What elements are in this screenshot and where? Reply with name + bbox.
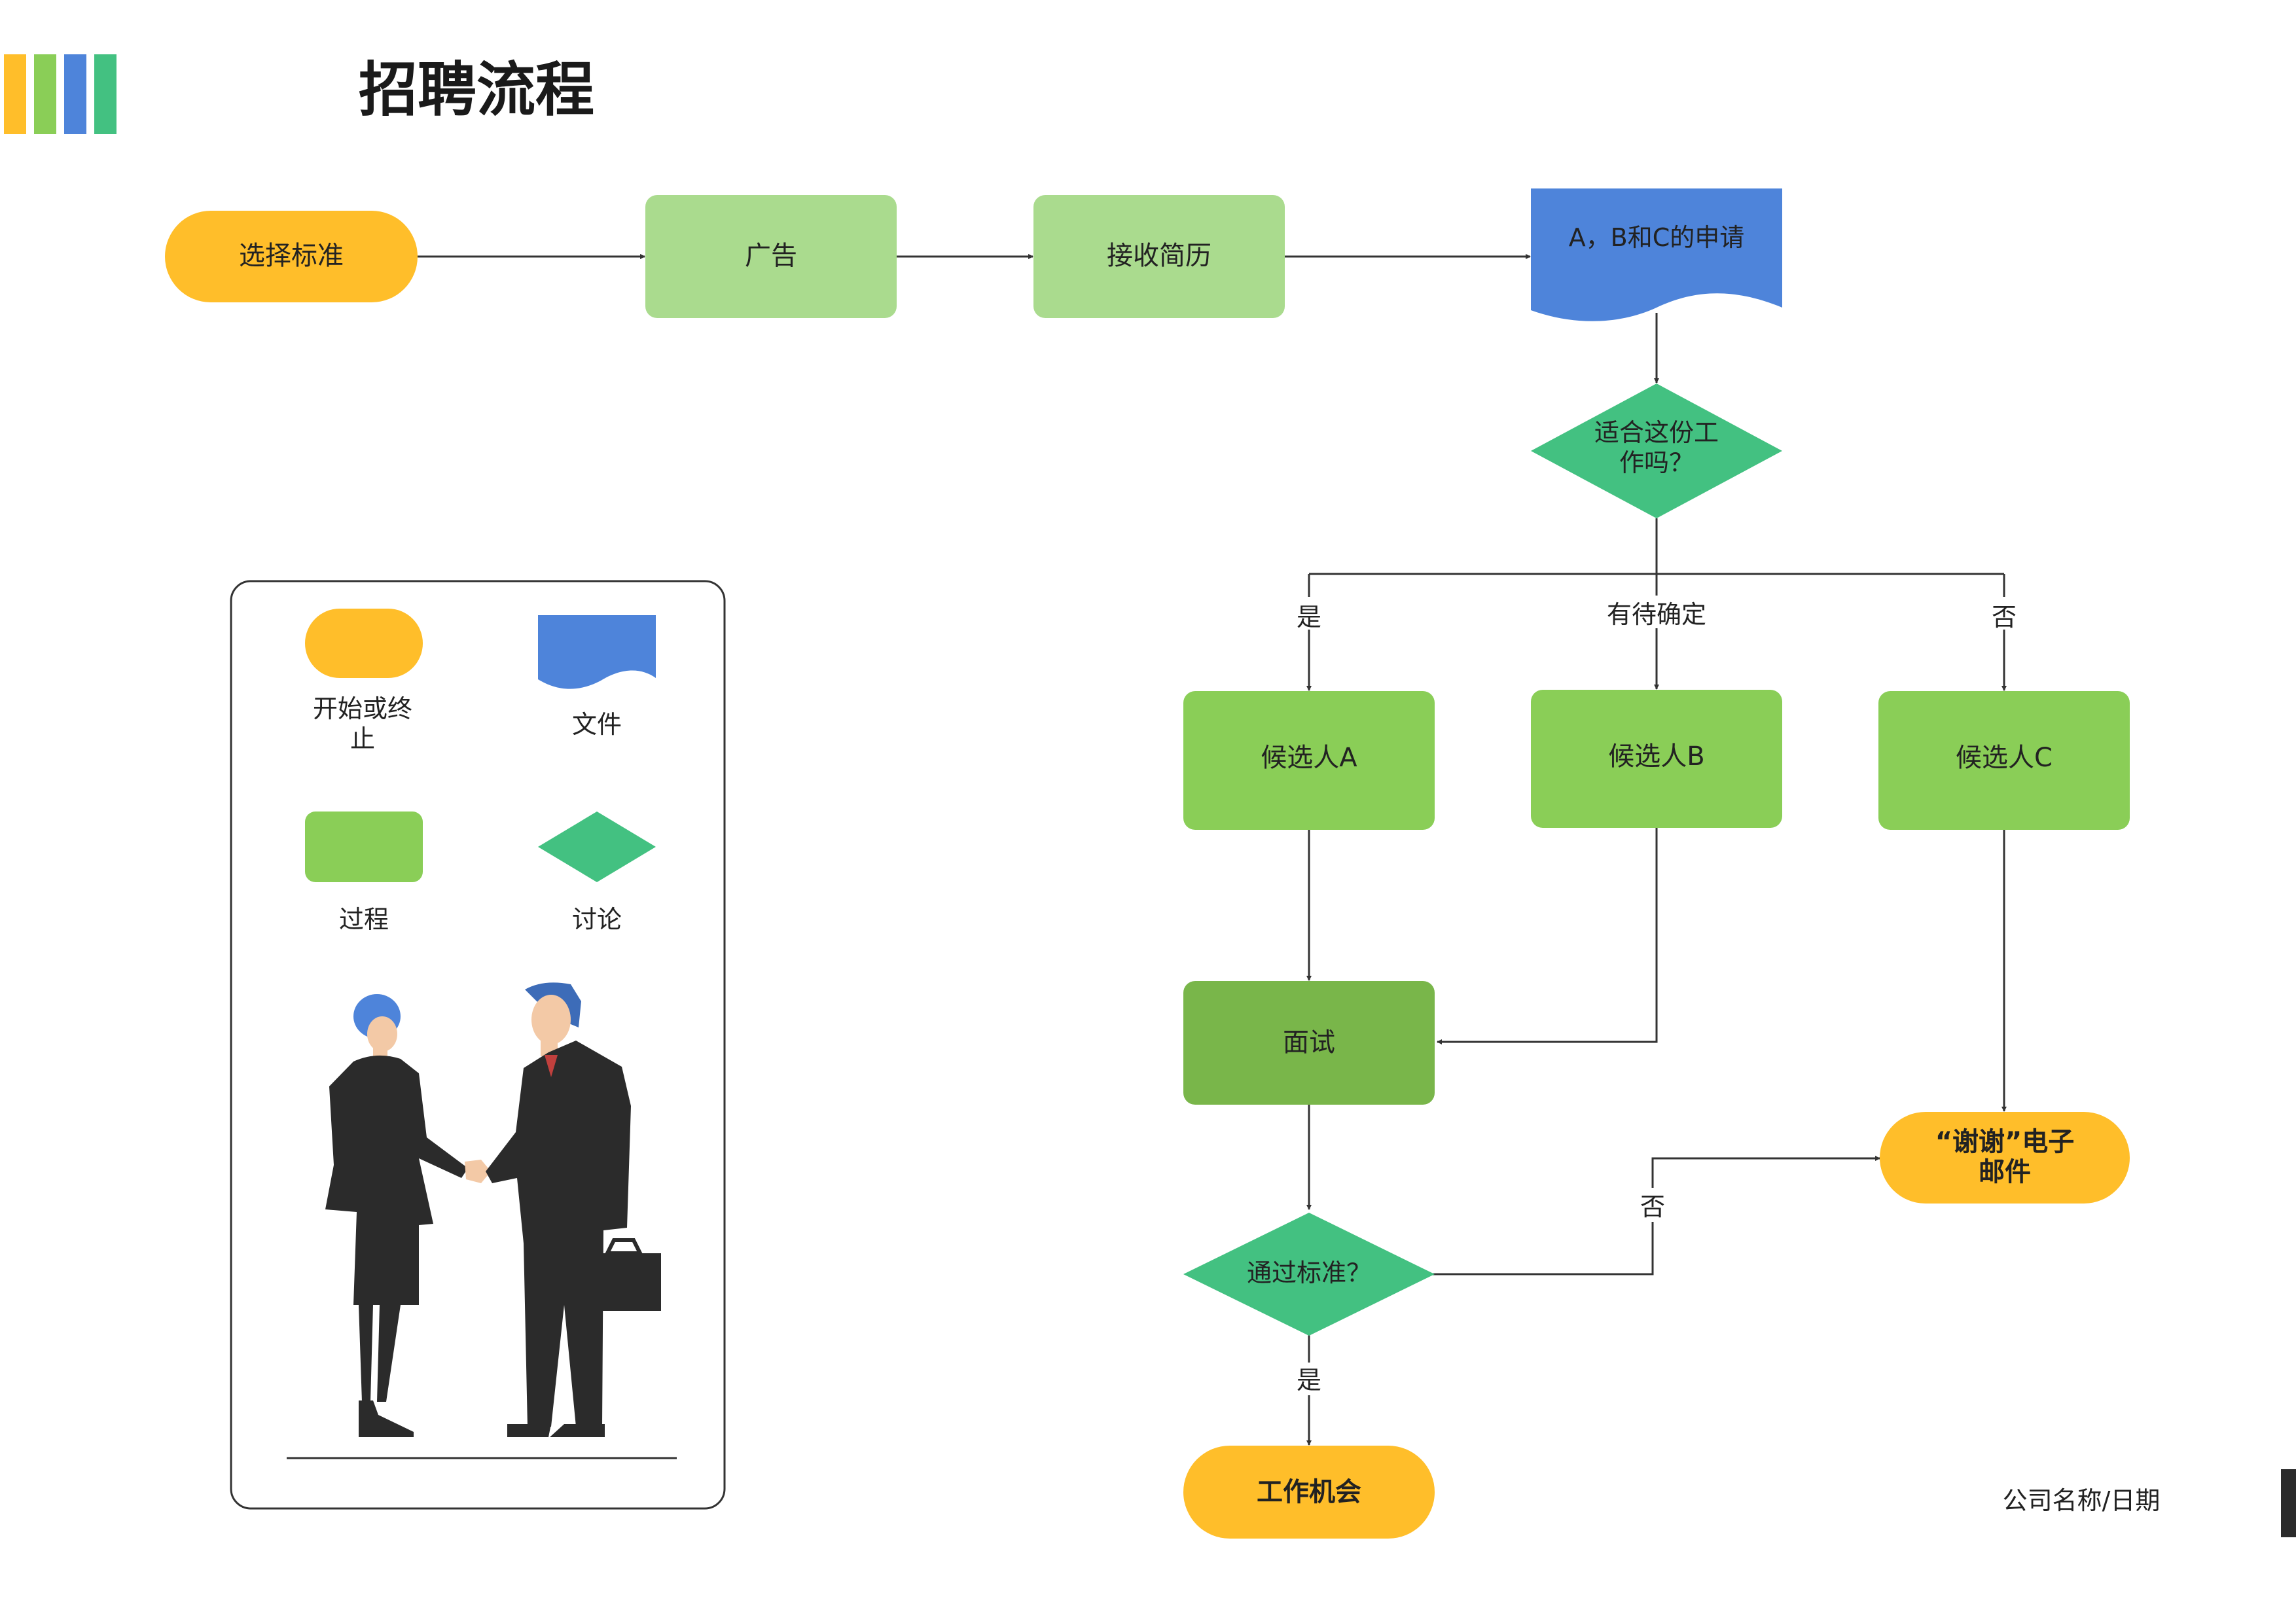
node-candidate-c[interactable]: 候选人C <box>1878 691 2130 830</box>
node-pass-label: 通过标准？ <box>1247 1258 1371 1287</box>
node-start-label: 选择标准 <box>239 241 344 271</box>
node-ad[interactable]: 广告 <box>645 195 897 318</box>
legend-document-swatch <box>538 615 656 689</box>
node-start[interactable]: 选择标准 <box>165 211 418 302</box>
page-edge-tab <box>2281 1469 2296 1537</box>
node-candidate-c-label: 候选人C <box>1956 743 2053 773</box>
legend-decision-swatch <box>538 812 656 882</box>
stripe-lightgreen <box>34 54 56 134</box>
node-thanks-label-line2: 邮件 <box>1979 1157 2031 1187</box>
legend-decision-label: 讨论 <box>572 905 622 934</box>
node-candidate-a-label: 候选人A <box>1261 743 1357 773</box>
node-candidate-b[interactable]: 候选人B <box>1531 690 1782 828</box>
node-candidate-a[interactable]: 候选人A <box>1183 691 1435 830</box>
node-fit-label-line2: 作吗？ <box>1619 448 1694 477</box>
legend-panel: 开始或终 止 文件 过程 讨论 <box>230 580 726 1510</box>
legend-document-label: 文件 <box>572 710 622 739</box>
node-interview[interactable]: 面试 <box>1183 981 1435 1105</box>
node-fit-label-line1: 适合这份工 <box>1594 418 1719 447</box>
legend-terminal-label-line1: 开始或终 <box>313 694 412 723</box>
node-job-offer[interactable]: 工作机会 <box>1183 1446 1435 1539</box>
stripe-yellow <box>4 54 26 134</box>
branch-label-yes: 是 <box>1297 603 1321 632</box>
page-title: 招聘流程 <box>359 56 594 124</box>
node-job-offer-label: 工作机会 <box>1257 1477 1361 1507</box>
node-thanks-email[interactable]: “谢谢”电子 邮件 <box>1880 1112 2130 1204</box>
stripe-green <box>94 54 117 134</box>
node-receive-resume[interactable]: 接收简历 <box>1033 195 1285 318</box>
branch-label-no: 否 <box>1992 603 2017 632</box>
node-receive-label: 接收简历 <box>1107 241 1211 271</box>
legend-terminal-swatch <box>305 609 423 678</box>
handshake-illustration <box>287 982 677 1459</box>
footer-company-date: 公司名称/日期 <box>2003 1486 2161 1515</box>
pass-label-no: 否 <box>1640 1192 1665 1221</box>
brand-stripes <box>4 54 117 134</box>
node-thanks-label-line1: “谢谢”电子 <box>1935 1127 2075 1157</box>
legend-process-swatch <box>305 812 423 882</box>
node-candidate-b-label: 候选人B <box>1608 741 1704 772</box>
legend-border <box>230 580 726 1510</box>
node-applications-document[interactable]: A，B和C的申请 <box>1531 188 1782 321</box>
node-applications-label: A，B和C的申请 <box>1569 223 1745 252</box>
node-fit-decision[interactable]: 适合这份工 作吗？ <box>1531 383 1782 518</box>
legend-process-label: 过程 <box>339 905 389 934</box>
arrow-candidate-b-to-interview <box>1437 828 1658 1044</box>
branch-label-pending: 有待确定 <box>1607 600 1706 629</box>
legend-terminal-label-line2: 止 <box>350 724 375 753</box>
pass-label-yes: 是 <box>1297 1366 1321 1395</box>
node-ad-label: 广告 <box>745 241 797 271</box>
stripe-blue <box>64 54 86 134</box>
node-pass-decision[interactable]: 通过标准？ <box>1183 1213 1435 1336</box>
node-interview-label: 面试 <box>1283 1027 1335 1058</box>
